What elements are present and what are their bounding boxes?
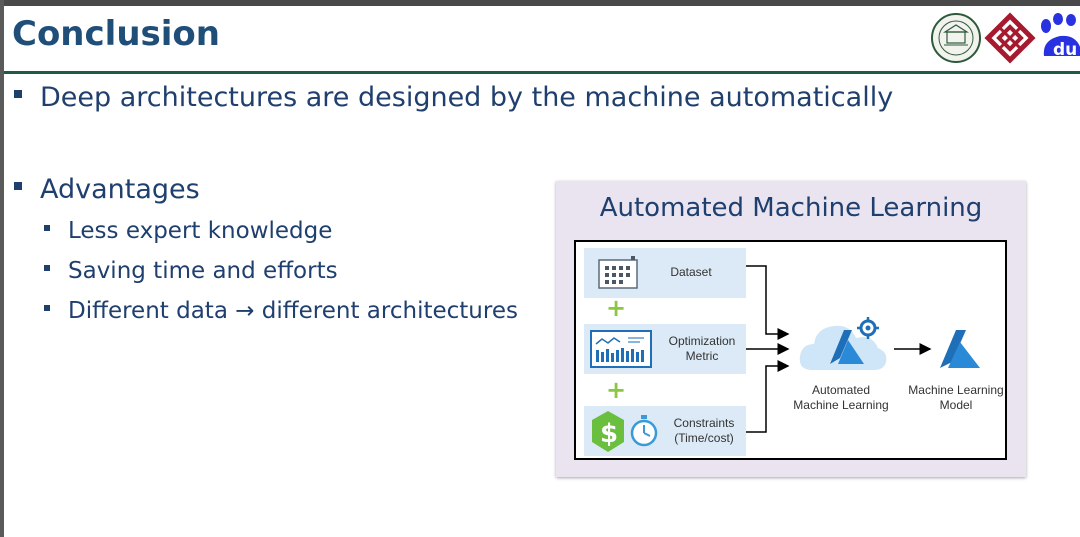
plus-sign: + (606, 294, 627, 322)
constraints-label-line1: Constraints (673, 416, 735, 430)
dataset-icon (598, 256, 638, 289)
sub-bullet-item: Less expert knowledge (44, 218, 332, 244)
input-constraints: $ Constraints (Time/cost) (584, 406, 746, 456)
window-left-border (0, 0, 4, 537)
window-top-border (0, 0, 1080, 6)
model-caption-line2: Model (939, 398, 973, 412)
logo-group: du (930, 12, 1080, 64)
input-dataset: Dataset (584, 248, 746, 298)
bullet-item: Deep architectures are designed by the m… (14, 82, 893, 113)
input-optimization-metric: Optimization Metric (584, 324, 746, 374)
automl-cloud-icon (799, 317, 887, 370)
plus-sign: + (606, 376, 627, 404)
bullet-marker (44, 304, 50, 311)
automl-caption: Automated Machine Learning (782, 383, 900, 413)
polyu-logo (984, 12, 1036, 64)
bullet-text: Advantages (40, 174, 200, 205)
metric-label-line2: Metric (685, 349, 719, 363)
bullet-marker (44, 224, 50, 231)
michigan-state-university-seal (931, 13, 981, 63)
metric-label: Optimization Metric (660, 334, 744, 364)
constraints-label-line2: (Time/cost) (674, 431, 734, 445)
automl-caption-line2: Machine Learning (793, 398, 889, 412)
bullet-marker (44, 264, 50, 271)
metric-chart-icon (590, 330, 652, 368)
baidu-logo: du (1041, 13, 1080, 60)
sub-bullet-item: Different data → different architectures (44, 298, 518, 324)
slide-title: Conclusion (12, 14, 220, 54)
sub-bullet-text: Different data → different architectures (68, 298, 518, 324)
constraints-label: Constraints (Time/cost) (668, 416, 740, 446)
sub-bullet-text: Less expert knowledge (68, 218, 333, 244)
azure-ml-icon (940, 330, 980, 368)
svg-text:$: $ (600, 419, 618, 449)
bullet-item: Advantages (14, 174, 200, 205)
constraints-icon: $ (592, 411, 658, 452)
arrow-constraints (746, 360, 790, 433)
model-caption: Machine Learning Model (904, 383, 1008, 413)
automl-caption-line1: Automated (811, 383, 871, 397)
bullet-text: Deep architectures are designed by the m… (40, 82, 894, 113)
dataset-label: Dataset (670, 265, 712, 279)
figure-title: Automated Machine Learning (599, 193, 983, 223)
model-caption-line1: Machine Learning (908, 383, 1004, 397)
bullet-marker (14, 89, 22, 98)
flow-arrows (746, 265, 932, 433)
arrow-dataset (746, 265, 790, 340)
svg-text:du: du (1053, 40, 1077, 60)
metric-label-line1: Optimization (668, 334, 736, 348)
sub-bullet-text: Saving time and efforts (68, 258, 338, 284)
sub-bullet-item: Saving time and efforts (44, 258, 338, 284)
automl-diagram: Dataset + Optimization Metric + (574, 240, 1007, 460)
bullet-marker (14, 181, 22, 190)
automl-figure: Automated Machine Learning Dataset + (556, 181, 1026, 477)
title-divider (4, 71, 1080, 74)
